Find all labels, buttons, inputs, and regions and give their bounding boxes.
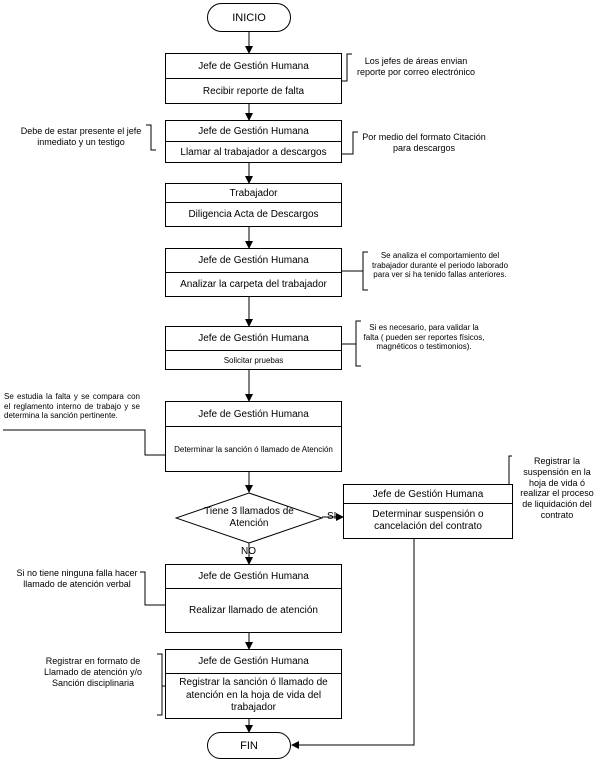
note-evidence: Si es necesario, para validar la falta (…: [363, 323, 485, 352]
note-format-record: Registrar en formato de Llamado de atenc…: [43, 656, 143, 688]
decision-question: Tiene 3 llamados de Atención: [204, 506, 294, 529]
step-suspension: Jefe de Gestión Humana Determinar suspen…: [343, 484, 513, 539]
step-role: Jefe de Gestión Humana: [166, 54, 341, 79]
note-evidence-leader: [355, 320, 361, 367]
note-witness: Debe de estar presente el jefe inmediato…: [20, 126, 142, 147]
step-verbal-warning: Jefe de Gestión Humana Realizar llamado …: [165, 564, 342, 633]
step-call-worker: Jefe de Gestión Humana Llamar al trabaja…: [165, 120, 342, 163]
decision-diamond: [175, 492, 323, 544]
note-behavior: Se analiza el comportamiento del trabaja…: [371, 251, 509, 280]
note-witness-leader: [146, 124, 156, 151]
step-action: Recibir reporte de falta: [202, 85, 305, 97]
step-fill-act: Trabajador Diligencia Acta de Descargos: [165, 183, 342, 227]
note-behavior-leader: [362, 251, 368, 291]
step-analyze-folder: Jefe de Gestión Humana Analizar la carpe…: [165, 248, 342, 297]
step-receive-report: Jefe de Gestión Humana Recibir reporte d…: [165, 53, 342, 104]
end-terminal: FIN: [207, 732, 291, 759]
note-suspension-record: Registrar la suspensión en la hoja de vi…: [520, 456, 594, 520]
step-role: Jefe de Gestión Humana: [166, 327, 341, 351]
step-action: Llamar al trabajador a descargos: [180, 146, 327, 158]
note-suspension-leader: [508, 455, 512, 484]
step-role: Jefe de Gestión Humana: [166, 650, 341, 674]
note-verbal: Si no tiene ninguna falla hacer llamado …: [16, 568, 138, 589]
step-role: Jefe de Gestión Humana: [344, 485, 512, 504]
arrow-side-step-to-end: [291, 539, 415, 749]
note-verbal-leader: [140, 571, 165, 606]
note-email-leader: [342, 53, 352, 82]
step-role: Jefe de Gestión Humana: [166, 402, 341, 427]
step-role: Jefe de Gestión Humana: [166, 121, 341, 142]
decision-yes-label: SI: [327, 511, 337, 522]
step-action: Determinar suspensión o cancelación del …: [372, 509, 484, 532]
step-action: Solicitar pruebas: [223, 355, 284, 365]
step-role: Jefe de Gestión Humana: [166, 249, 341, 273]
step-action: Diligencia Acta de Descargos: [188, 209, 319, 220]
step-request-evidence: Jefe de Gestión Humana Solicitar pruebas: [165, 326, 342, 370]
note-format-leader: [342, 131, 358, 155]
step-action: Analizar la carpeta del trabajador: [180, 279, 327, 290]
note-email-report: Los jefes de áreas envian reporte por co…: [356, 56, 476, 77]
note-regulation: Se estudia la falta y se compara con el …: [4, 392, 140, 421]
step-role: Jefe de Gestión Humana: [166, 565, 341, 589]
step-action: Realizar llamado de atención: [189, 605, 318, 616]
step-role: Trabajador: [166, 184, 341, 203]
note-regulation-leader: [3, 429, 165, 456]
note-format-record-leader: [157, 653, 163, 716]
step-action: Registrar la sanción ó llamado de atenci…: [179, 677, 328, 714]
start-terminal: INICIO: [207, 3, 291, 32]
step-action: Determinar la sanción ó llamado de Atenc…: [174, 444, 333, 454]
step-determine-sanction: Jefe de Gestión Humana Determinar la san…: [165, 401, 342, 472]
note-format: Por medio del formato Citación para desc…: [362, 132, 486, 153]
decision-no-label: NO: [241, 546, 256, 557]
step-register-sanction: Jefe de Gestión Humana Registrar la sanc…: [165, 649, 342, 719]
